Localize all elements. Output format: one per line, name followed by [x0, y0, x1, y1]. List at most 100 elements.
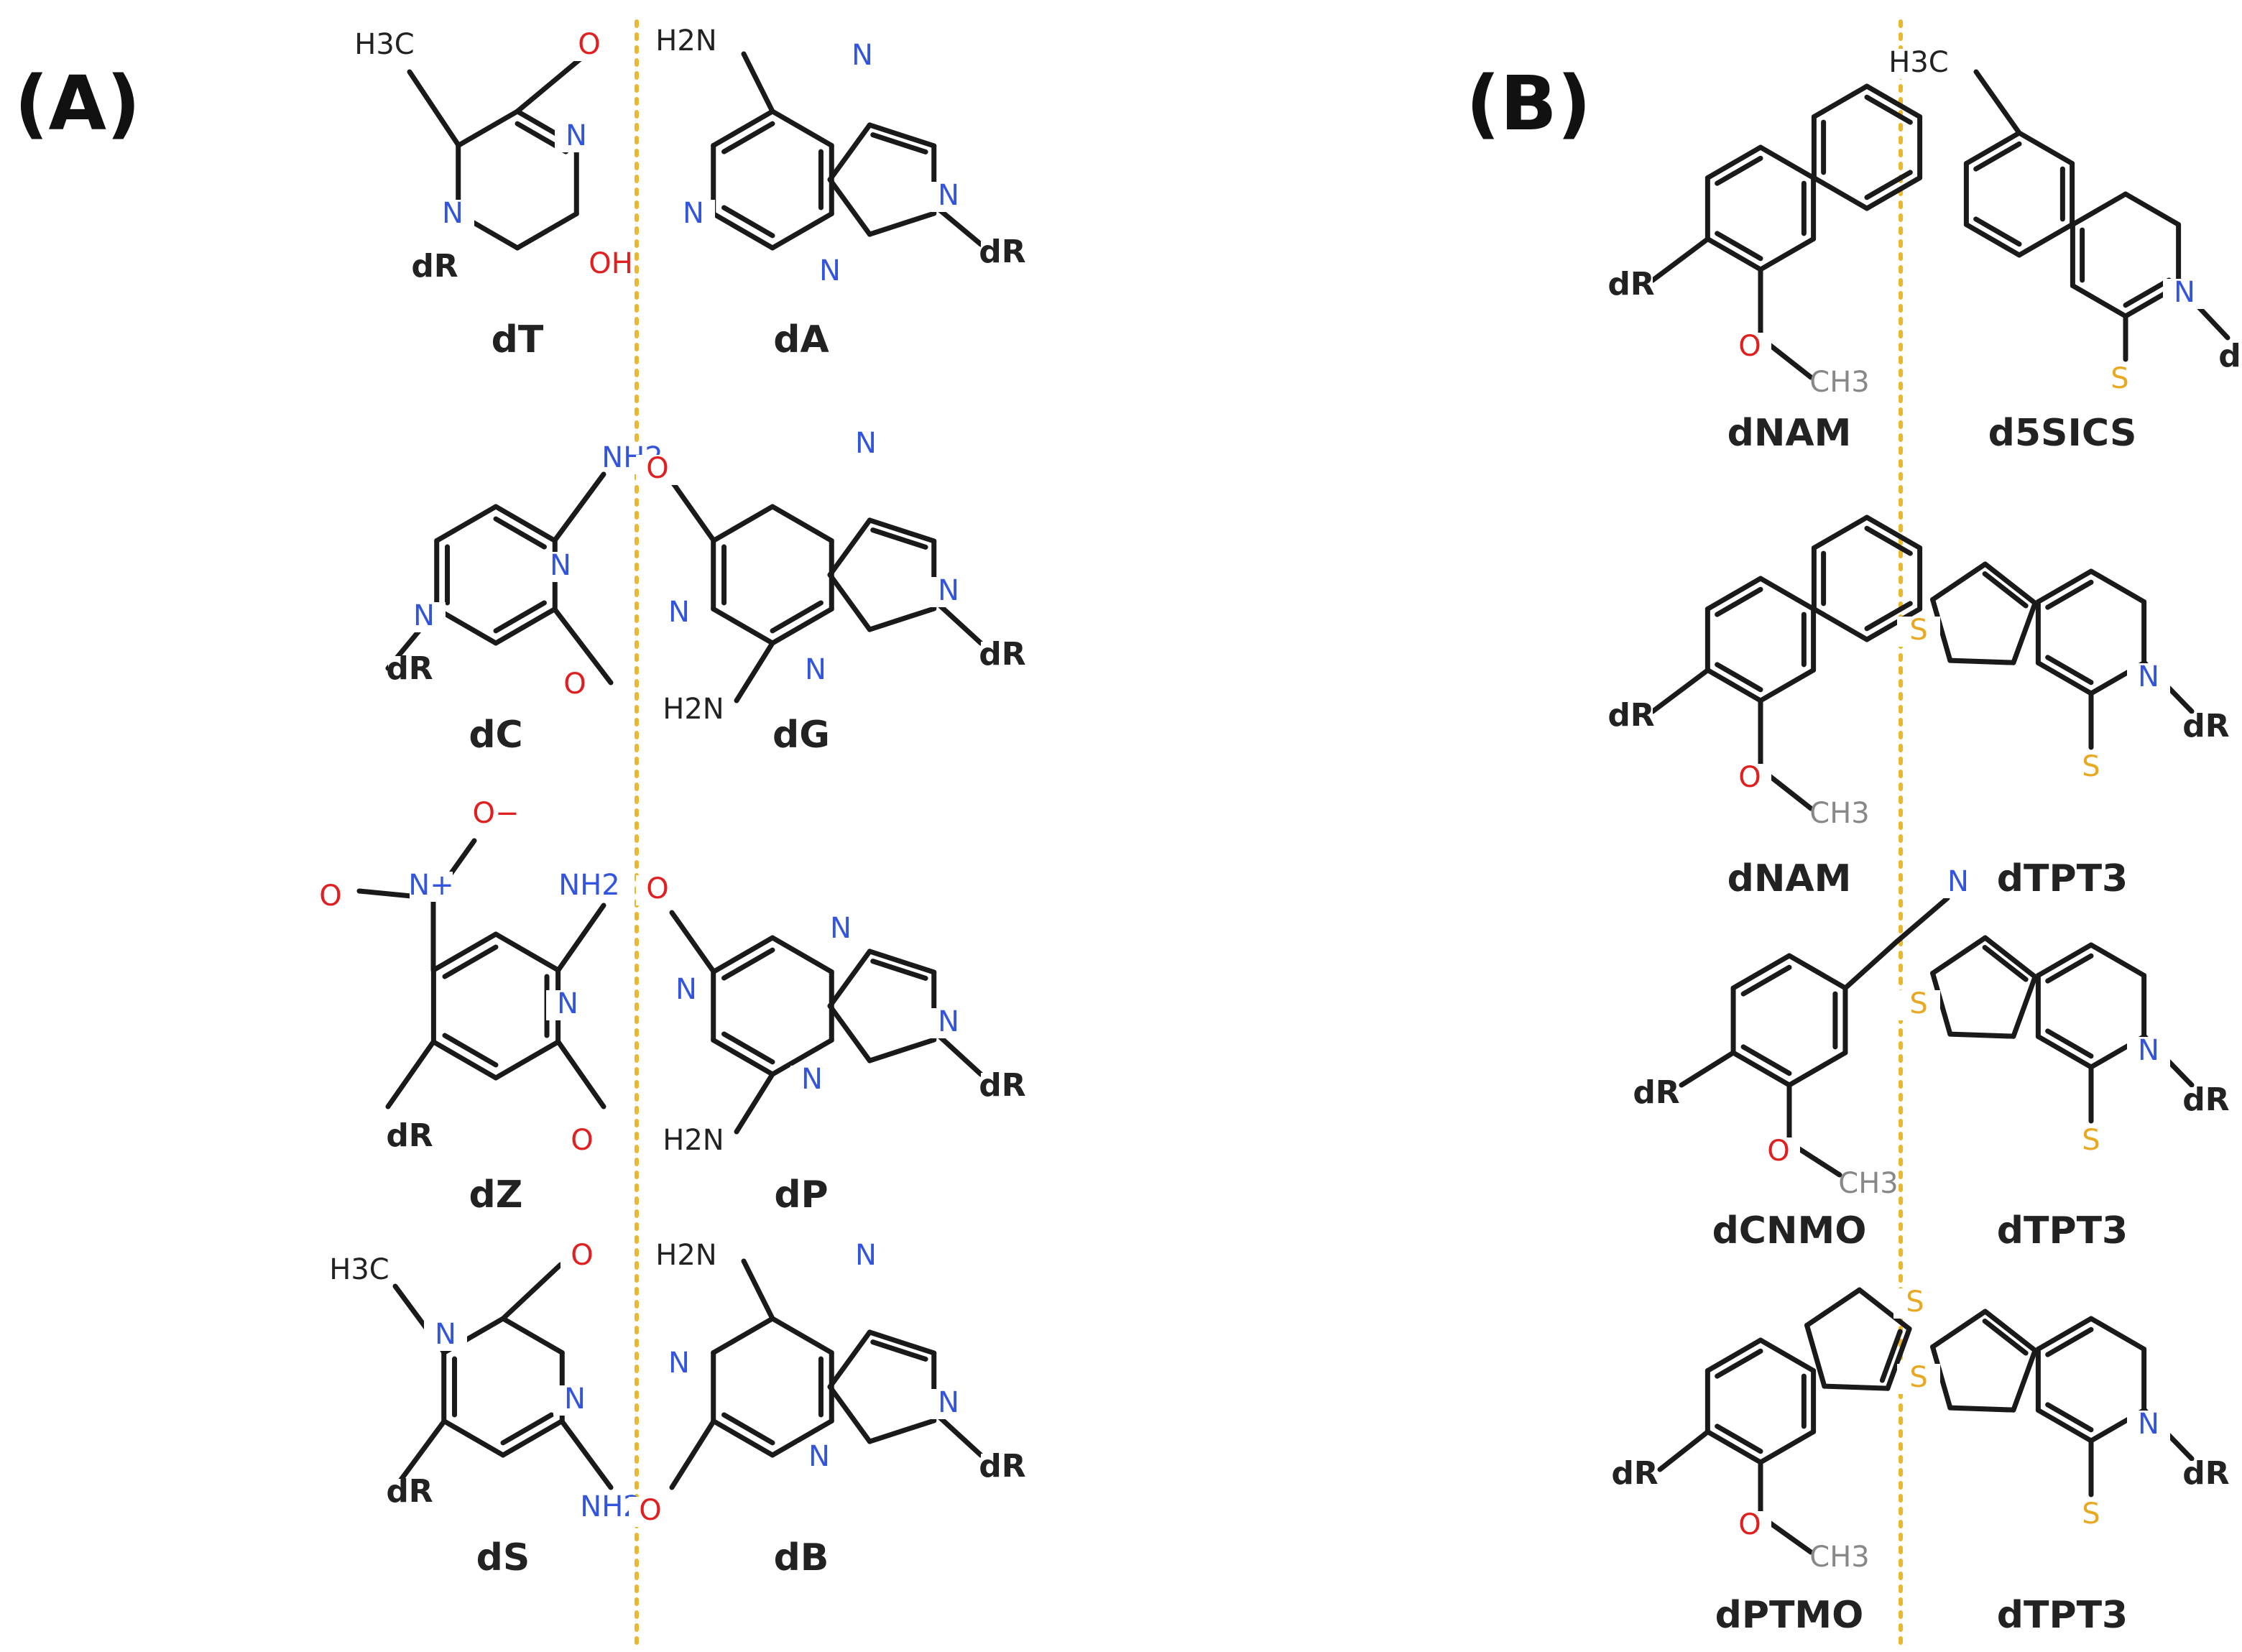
atom-label: N [855, 427, 877, 460]
bond [827, 177, 872, 237]
bond [770, 935, 834, 974]
atom-label-backdrop [1897, 49, 1940, 79]
bond [2016, 130, 2075, 166]
atom-label-backdrop [927, 1389, 970, 1419]
bond [1963, 130, 2022, 166]
bond [1983, 935, 2038, 979]
double-bond [870, 1339, 928, 1362]
atom-label: O [563, 668, 586, 701]
atom-label: N [2174, 276, 2195, 309]
double-bond [721, 205, 775, 239]
bond [827, 1384, 872, 1444]
molecule-name: dG [772, 714, 830, 757]
atom-label: N [808, 1440, 830, 1473]
atom-label-backdrop [1818, 800, 1861, 830]
bond [2035, 1316, 2094, 1352]
substituent-bond [500, 1262, 563, 1321]
atom-label: N [683, 197, 704, 230]
atom-label: N [852, 39, 873, 72]
double-bond [1982, 1319, 2029, 1356]
sugar-label: dR [386, 650, 433, 687]
atom-label-backdrop [927, 577, 970, 607]
atom-label-backdrop [2127, 1411, 2170, 1441]
bond [2123, 191, 2182, 227]
bond [867, 211, 937, 237]
atom-label-backdrop [1897, 1364, 1940, 1394]
atom-label: N [801, 1063, 823, 1096]
atom-label: H2N [655, 1239, 716, 1272]
bond [1864, 83, 1923, 119]
atom-label: N [938, 1386, 959, 1419]
atom-label-backdrop [388, 1479, 431, 1509]
atom-label: H2N [663, 1124, 724, 1157]
bond [1983, 561, 2038, 606]
sugar-label: dR [411, 248, 458, 285]
atom-label: OH [589, 247, 633, 280]
atom-label-backdrop [981, 1454, 1024, 1484]
atom-label-backdrop [539, 552, 582, 582]
bond [1930, 1309, 1988, 1349]
bond [2011, 1347, 2038, 1413]
atom-label-backdrop [1728, 333, 1771, 363]
atom-label: N [830, 912, 852, 945]
sugar-label: dR [1607, 697, 1654, 734]
bond [1930, 561, 1988, 602]
double-bond [1982, 945, 2029, 982]
bond [867, 1037, 937, 1063]
atom-label-backdrop [1893, 1288, 1937, 1319]
bond [500, 1418, 565, 1458]
atom-label-backdrop [589, 250, 632, 280]
atom-label-backdrop [927, 182, 970, 212]
substituent-bond [407, 69, 461, 148]
bond [711, 211, 775, 251]
molecule-name: dS [476, 1536, 530, 1579]
bond [1786, 953, 1848, 991]
atom-label-backdrop [672, 696, 715, 726]
bond [770, 504, 834, 543]
sugar-label: dR [979, 234, 1025, 270]
bond [430, 1039, 499, 1081]
bond [770, 1316, 834, 1355]
atom-label: S [1909, 614, 1927, 647]
molecule-name: dNAM [1727, 412, 1852, 455]
atom-label: N [819, 254, 841, 287]
bond [2016, 222, 2075, 258]
atom-label-backdrop [546, 990, 589, 1020]
bond [1947, 657, 2016, 665]
bond [1704, 236, 1763, 272]
molecule-name: d5SICS [1988, 412, 2137, 455]
double-bond [2045, 953, 2094, 984]
atom-label: O [1738, 761, 1761, 794]
bond [1930, 970, 1953, 1037]
atom-label: N+ [408, 869, 453, 902]
double-bond [1864, 170, 1913, 200]
atom-label: N [805, 653, 826, 686]
bond [711, 504, 775, 543]
atom-label: N [557, 987, 578, 1020]
double-bond [500, 1412, 554, 1446]
bond [2011, 600, 2038, 665]
atom-label: N [550, 549, 571, 582]
substituent-bond [1973, 69, 2022, 136]
double-bond [1715, 1348, 1763, 1379]
bond [2070, 283, 2128, 319]
atom-label-backdrop [424, 1321, 467, 1351]
sugar-label: dR [2182, 708, 2229, 744]
atom-label-backdrop [841, 42, 884, 72]
substituent-bond [734, 1071, 775, 1135]
bond [1704, 576, 1763, 612]
bond [770, 606, 834, 646]
bond [1758, 236, 1817, 272]
atom-label: N [938, 179, 959, 212]
bond [827, 572, 872, 632]
atom-label: N [855, 1239, 877, 1272]
atom-label-backdrop [658, 599, 701, 629]
atom-label-backdrop [798, 1443, 841, 1473]
bond [1864, 175, 1923, 211]
atom-label-backdrop [2070, 1500, 2113, 1531]
bond [1864, 514, 1923, 550]
double-bond [870, 959, 928, 981]
bond [441, 1418, 506, 1458]
